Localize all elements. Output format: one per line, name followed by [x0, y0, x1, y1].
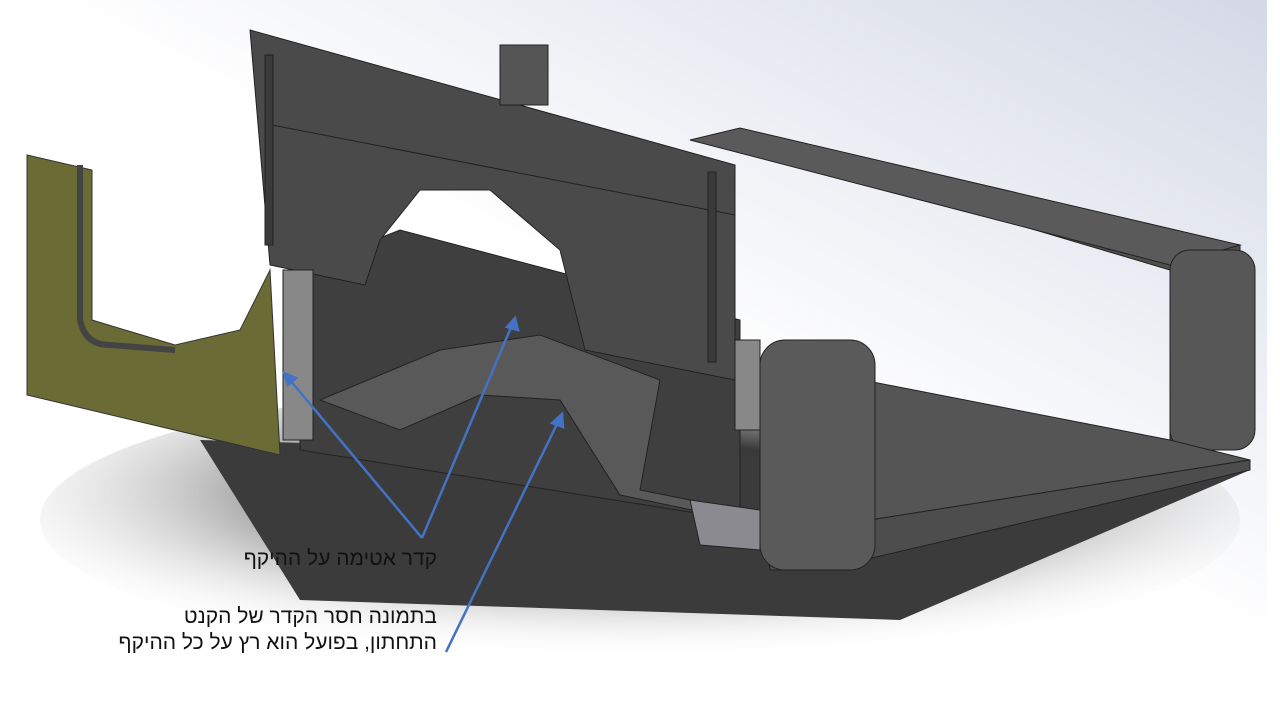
fender-crease	[271, 124, 736, 216]
hinge-right	[734, 339, 761, 431]
hinge-left	[282, 269, 314, 441]
olive-side-panel	[26, 154, 281, 456]
fender-slot-left	[264, 54, 274, 246]
fender-panel	[249, 29, 736, 381]
missing-frame-line-2: התחתון, בפועל הוא רץ על כל ההיקף	[118, 631, 437, 654]
arrow-missing-frame	[444, 421, 560, 653]
right-box-top	[689, 127, 1242, 266]
step-bracket	[689, 499, 761, 551]
right-post	[1169, 249, 1256, 451]
missing-frame-annotation: בתמונה חסר הקדר של הקנט התחתון, בפועל הו…	[119, 604, 437, 656]
front-corner-post	[759, 339, 876, 571]
olive-panel-frame	[77, 165, 176, 353]
rear-post	[499, 44, 549, 106]
arrow-head-missing	[549, 411, 565, 429]
frame-seal-annotation: קדר אטימה על ההיקף	[243, 547, 437, 570]
missing-frame-line-1: בתמונה חסר הקדר של הקנט	[183, 605, 437, 628]
arrow-seal-left	[289, 379, 423, 539]
fender-slot-right	[707, 171, 717, 363]
arrow-head-left	[281, 370, 299, 388]
annotation-arrows	[281, 315, 565, 653]
arrow-seal-top	[420, 324, 514, 539]
arrow-head-top	[504, 315, 520, 332]
